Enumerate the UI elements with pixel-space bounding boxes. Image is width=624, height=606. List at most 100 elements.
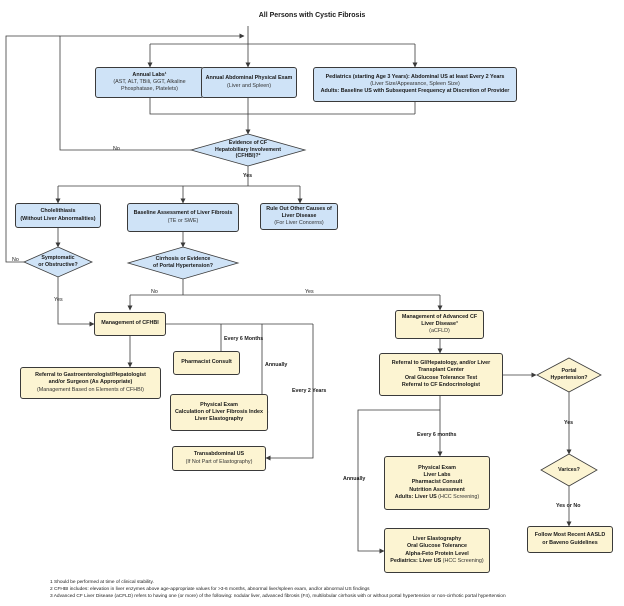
annual-labs-title: Annual Labs¹ bbox=[132, 71, 167, 78]
cirrhosis-text: Cirrhosis or Evidence of Portal Hyperten… bbox=[138, 255, 228, 271]
footnote-3: 3 Advanced CF Liver Disease (aCFLD) refe… bbox=[50, 594, 506, 599]
annual-exam-title: Annual Abdominal Physical Exam bbox=[205, 75, 293, 82]
physical-exam-3: Liver Elastography bbox=[194, 416, 244, 423]
cirrhosis-line-2: of Portal Hypertension? bbox=[152, 263, 214, 269]
label-no-cirrhosis: No bbox=[151, 289, 158, 295]
management-acfld-1: Management of Advanced CF bbox=[401, 313, 478, 320]
evidence-text: Evidence of CF Hepatobiliary Involvement… bbox=[201, 137, 295, 163]
referral-transplant-3: Oral Glucose Tolerance Test bbox=[404, 374, 478, 381]
portal-text: Portal Hypertension? bbox=[543, 367, 595, 383]
physical-exam-1: Physical Exam bbox=[200, 401, 238, 408]
label-yes-cirrhosis: Yes bbox=[305, 289, 314, 295]
footnote-1: 1 Should be performed at time of clinica… bbox=[50, 580, 154, 585]
evidence-line-1: Evidence of CF bbox=[228, 139, 268, 146]
label-every-2-years: Every 2 Years bbox=[292, 388, 327, 394]
annual-item-1: Liver Elastography bbox=[412, 535, 462, 542]
every6-monitoring-box: Physical Exam Liver Labs Pharmacist Cons… bbox=[384, 456, 490, 510]
every6-item-3: Pharmacist Consult bbox=[411, 479, 463, 486]
label-yes-portal: Yes bbox=[564, 420, 574, 426]
every6-item-5-main: Adults: Liver US bbox=[394, 493, 437, 500]
annual-monitoring-box: Liver Elastography Oral Glucose Toleranc… bbox=[384, 528, 490, 573]
annual-labs-box: Annual Labs¹ (AST, ALT, TBili, GGT, Alka… bbox=[95, 67, 204, 98]
portal-line-2: Hypertension? bbox=[550, 375, 588, 381]
every6-item-1: Physical Exam bbox=[418, 464, 456, 471]
annual-exam-detail: (Liver and Spleen) bbox=[226, 82, 272, 89]
baseline-title: Baseline Assessment of Liver Fibrosis bbox=[133, 210, 233, 217]
varices-diamond bbox=[540, 453, 598, 487]
evidence-line-3: (CFHBI)?² bbox=[235, 153, 261, 160]
label-yes-evidence: Yes bbox=[243, 173, 253, 179]
adults-baseline: Adults: Baseline US with Subsequent Freq… bbox=[320, 88, 510, 95]
annual-item-4: Pediatrics: Liver US (HCC Screening) bbox=[390, 558, 483, 565]
referral-transplant-2: Transplant Center bbox=[418, 367, 464, 374]
portal-diamond bbox=[536, 357, 602, 393]
every6-item-5: Adults: Liver US (HCC Screening) bbox=[395, 494, 479, 501]
cirrhosis-line-1: Cirrhosis or Evidence bbox=[155, 256, 211, 263]
footnote-2: 2 CFHBI includes: elevation in liver enz… bbox=[50, 587, 370, 592]
referral-gi-detail: (Management Based on Elements of CFHBI) bbox=[37, 386, 144, 393]
physical-exam-box: Physical Exam Calculation of Liver Fibro… bbox=[170, 394, 268, 431]
annual-labs-detail-2: Phosphatase, Platelets) bbox=[121, 86, 178, 93]
evidence-diamond bbox=[189, 133, 307, 167]
label-no-evidence: No bbox=[113, 146, 120, 152]
transabdominal-box: Transabdominal US (If Not Part of Elasto… bbox=[172, 446, 266, 471]
symptomatic-diamond bbox=[23, 246, 93, 278]
annual-labs-detail-1: (AST, ALT, TBili, GGT, Alkaline bbox=[113, 78, 186, 85]
every6-item-4: Nutrition Assessment bbox=[409, 486, 465, 493]
management-cfhbi-title: Management of CFHBI bbox=[101, 320, 159, 327]
pediatrics-detail: (Liver Size/Appearance, Spleen Size) bbox=[370, 80, 460, 87]
management-cfhbi-box: Management of CFHBI bbox=[94, 312, 166, 336]
baseline-detail: (TE or SWE) bbox=[167, 217, 199, 224]
cholelithiasis-detail: (Without Liver Abnormalities) bbox=[20, 215, 96, 222]
rule-out-box: Rule Out Other Causes of Liver Disease (… bbox=[260, 203, 338, 230]
referral-transplant-4: Referral to CF Endocrinologist bbox=[401, 381, 481, 388]
referral-transplant-box: Referral to GI/Hepatology, and/or Liver … bbox=[379, 353, 503, 396]
follow-aasld-1: Follow Most Recent AASLD bbox=[534, 532, 606, 539]
portal-line-1: Portal bbox=[561, 368, 577, 375]
referral-gi-title-2: and/or Surgeon (As Appropriate) bbox=[48, 379, 133, 386]
label-every-6-months-right: Every 6 months bbox=[417, 432, 457, 438]
pediatrics-title: Pediatrics (starting Age 3 Years): Abdom… bbox=[325, 73, 505, 80]
annual-exam-box: Annual Abdominal Physical Exam (Liver an… bbox=[201, 67, 297, 98]
rule-out-detail: (For Liver Concerns) bbox=[274, 220, 324, 227]
label-yes-or-no: Yes or No bbox=[556, 503, 581, 509]
label-every-6-months-left: Every 6 Months bbox=[224, 336, 264, 342]
management-acfld-3: (aCFLD) bbox=[429, 328, 450, 335]
symptomatic-text: Symptomatic or Obstructive? bbox=[30, 254, 86, 270]
pharmacist-title: Pharmacist Consult bbox=[181, 359, 232, 366]
annual-item-4-note: (HCC Screening) bbox=[441, 557, 484, 564]
varices-text: Varices? bbox=[545, 464, 593, 476]
referral-gi-box: Referral to Gastroenterologist/Hepatolog… bbox=[20, 367, 161, 399]
annual-item-2: Oral Glucose Tolerance bbox=[406, 543, 468, 550]
label-no-symptomatic: No bbox=[12, 257, 19, 263]
pediatrics-box: Pediatrics (starting Age 3 Years): Abdom… bbox=[313, 67, 517, 102]
rule-out-title-2: Liver Disease bbox=[281, 212, 317, 219]
management-acfld-box: Management of Advanced CF Liver Disease³… bbox=[395, 310, 484, 339]
cholelithiasis-box: Cholelithiasis (Without Liver Abnormalit… bbox=[15, 203, 101, 228]
label-annually-right: Annually bbox=[343, 476, 366, 482]
pharmacist-box: Pharmacist Consult bbox=[173, 351, 240, 375]
baseline-box: Baseline Assessment of Liver Fibrosis (T… bbox=[127, 203, 239, 232]
transabdominal-detail: (If Not Part of Elastography) bbox=[185, 458, 253, 465]
physical-exam-2: Calculation of Liver Fibrosis Index bbox=[174, 408, 264, 415]
label-yes-symptomatic: Yes bbox=[54, 297, 63, 303]
follow-aasld-2: or Baveno Guidelines bbox=[542, 539, 598, 546]
transabdominal-title: Transabdominal US bbox=[193, 451, 245, 458]
cirrhosis-diamond bbox=[126, 246, 240, 280]
every6-item-5-note: (HCC Screening) bbox=[436, 493, 480, 500]
evidence-line-2: Hepatobiliary Involvement bbox=[215, 146, 281, 153]
follow-aasld-box: Follow Most Recent AASLD or Baveno Guide… bbox=[527, 526, 613, 553]
varices-line-1: Varices? bbox=[558, 466, 580, 473]
management-acfld-2: Liver Disease³ bbox=[421, 320, 458, 327]
rule-out-title-1: Rule Out Other Causes of bbox=[266, 205, 332, 212]
page-title: All Persons with Cystic Fibrosis bbox=[258, 12, 366, 19]
every6-item-2: Liver Labs bbox=[423, 472, 451, 479]
referral-gi-title-1: Referral to Gastroenterologist/Hepatolog… bbox=[35, 372, 146, 379]
symptomatic-line-1: Symptomatic bbox=[41, 255, 75, 262]
symptomatic-line-2: or Obstructive? bbox=[38, 262, 78, 268]
label-annually-left: Annually bbox=[265, 362, 288, 368]
annual-item-4-main: Pediatrics: Liver US bbox=[390, 557, 442, 564]
annual-item-3: Alpha-Feto Protein Level bbox=[405, 550, 469, 557]
cholelithiasis-title: Cholelithiasis bbox=[40, 208, 76, 215]
